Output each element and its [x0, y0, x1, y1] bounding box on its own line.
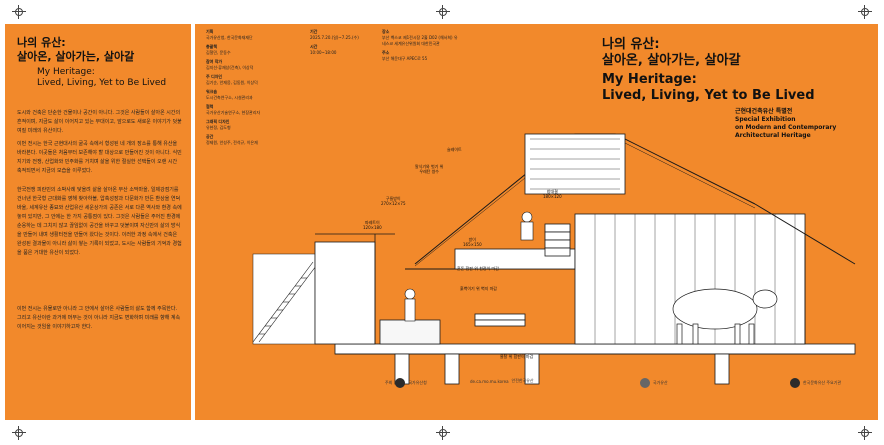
credit-value-2: 김지선·류재상(건축), 이상덕 — [206, 65, 254, 70]
credit-value-4: 도시건축연구소, 시설관리과 — [206, 95, 253, 100]
main-title-kr-line1: 나의 유산: — [602, 37, 660, 52]
person-kitchen — [404, 288, 416, 322]
footer-host-label: 주최 — [385, 380, 393, 385]
label-floor2: 방이 165×150 — [463, 237, 482, 247]
registration-mark-bm — [436, 426, 450, 440]
main-title-en-line2: Lived, Living, Yet to Be Lived — [602, 88, 815, 103]
credit-label-3: 주 디자인 — [206, 74, 223, 79]
subtitle-en-line1: Special Exhibition — [735, 116, 796, 123]
address-value: 부산 해운대구 APEC로 55 — [382, 56, 428, 61]
emblem-icon — [640, 378, 650, 388]
hours-value: 10:00~18:00 — [310, 50, 337, 55]
credit-label-4: 워크숍 — [206, 89, 218, 94]
footer-org1: 주최 국가유산청 — [385, 378, 427, 388]
label-vent: 말식기와 벗기 위 우레탄 쌍수 — [415, 164, 444, 174]
label-floor1: 파레트이 120×180 — [363, 220, 382, 230]
label-wall: 흔돈 함판 위 천정이 따감 — [457, 266, 499, 271]
footer-right-name: 한국문화유산 주요기관 — [803, 380, 842, 385]
cow-figure — [672, 288, 778, 345]
address-label: 주소 — [382, 50, 390, 55]
subtitle-kr: 근현대건축유산 특별전 — [735, 108, 793, 115]
credit-label-6: 그래픽 디자인 — [206, 119, 230, 124]
registration-mark-br — [858, 426, 872, 440]
registration-mark-bl — [12, 426, 26, 440]
registration-mark-tm — [436, 5, 450, 19]
left-panel: 나의 유산: 살아온, 살아가는, 살아갈 My Heritage: Lived… — [5, 24, 191, 420]
credit-label-1: 총괄책 — [206, 44, 218, 49]
hours-label: 시간 — [310, 44, 318, 49]
main-title-en-line1: My Heritage: — [602, 72, 697, 87]
subtitle-en-line3: Architectural Heritage — [735, 132, 811, 139]
left-title-en-line1: My Heritage: — [37, 67, 95, 77]
credits-column: 기획 국가유산청, 한국문화재재단 총괄책 김철민, 문동수 참여 작가 김지선… — [206, 26, 296, 146]
main-panel: 기획 국가유산청, 한국문화재재단 총괄책 김철민, 문동수 참여 작가 김지선… — [195, 24, 878, 420]
period-value: 2025.7.20.(일)~7.25.(수) — [310, 35, 359, 40]
logo-icon — [395, 378, 406, 388]
foundation-slab — [334, 343, 856, 355]
registration-mark-tr — [858, 5, 872, 19]
label-window: 창대결 180×120 — [543, 189, 562, 199]
period-label: 기간 — [310, 29, 318, 34]
subtitle-en-line2: on Modern and Contemporary — [735, 124, 837, 131]
registration-mark-tl — [12, 5, 26, 19]
left-title-kr-line2: 살아온, 살아가는, 살아갈 — [17, 50, 135, 63]
footer-middle: de.ca.mo.mu.korea 안전한국유산 — [470, 378, 534, 384]
label-ground: 물탈 위 함판이 마감 — [500, 354, 534, 359]
left-title-kr: 나의 유산: 살아온, 살아가는, 살아갈 — [17, 36, 134, 64]
main-title-en: My Heritage: Lived, Living, Yet to Be Li… — [602, 72, 815, 104]
credit-label-0: 기획 — [206, 29, 214, 34]
footer-middle-text: de.ca.mo.mu.korea — [470, 378, 509, 384]
credit-value-1: 김철민, 문동수 — [206, 50, 231, 55]
seal-icon — [790, 378, 800, 388]
credit-value-5: 국가유산기술연구소, 현장관리자 — [206, 110, 261, 115]
footer-org1-name: 국가유산청 — [408, 380, 427, 385]
label-roof: 슬레이트 — [447, 147, 462, 152]
credit-value-0: 국가유산청, 한국문화재재단 — [206, 35, 253, 40]
credit-label-7: 공간 — [206, 134, 214, 139]
venue-column: 장소 부산 벡스코 제1전시장 2홀 D02 (해서희) 유네스코 세계유산위원… — [382, 26, 460, 62]
credit-label-5: 협력 — [206, 104, 214, 109]
venue-label: 장소 — [382, 29, 390, 34]
left-title-en: My Heritage: Lived, Living, Yet to Be Li… — [37, 67, 166, 89]
main-title-kr: 나의 유산: 살아온, 살아가는, 살아갈 — [602, 37, 741, 69]
intro-paragraph-2: 이번 전시는 한국 근현대사의 굴곡 속에서 형성된 네 개의 장소를 통해 유… — [17, 141, 182, 174]
credit-value-6: 유현정, 김도형 — [206, 125, 231, 130]
person-upper — [520, 211, 534, 241]
subtitle-en: Special Exhibition on Modern and Contemp… — [735, 116, 836, 140]
credit-value-3: 김기순, 안재웅, 김동원, 이상덕 — [206, 80, 258, 85]
footer-org2-name: 국가유산 — [653, 380, 668, 385]
footer-org2: 국가유산 — [640, 378, 668, 388]
schedule-column: 기간 2025.7.20.(일)~7.25.(수) 시간 10:00~18:00 — [310, 26, 368, 56]
intro-paragraph-1: 도시와 건축은 단순한 건물이나 공간이 아니다. 그것은 사람들이 살아온 시… — [17, 110, 182, 134]
footer-right: 한국문화유산 주요기관 — [790, 378, 841, 388]
credit-value-7: 정제원, 안성주, 전석규, 이은재 — [206, 140, 258, 145]
credit-label-2: 참여 작가 — [206, 59, 223, 64]
house-cross-section-illustration — [252, 133, 856, 385]
venue-value: 부산 벡스코 제1전시장 2홀 D02 (해서희) 유네스코 세계유산위원회 대… — [382, 35, 458, 46]
left-title-en-line2: Lived, Living, Yet to Be Lived — [37, 78, 167, 88]
main-title-kr-line2: 살아온, 살아가는, 살아갈 — [602, 53, 741, 68]
intro-paragraph-3: 한국전쟁 피란민의 소박사례 닻올려 삶을 살아온 부산 소막마을, 일제강점기… — [17, 187, 182, 256]
label-room: 구들방이 270×12×75 — [381, 196, 406, 206]
intro-paragraph-4: 이번 전시는 유물로만 아니라 그 안에서 살아온 사람들의 삶도 함께 주목한… — [17, 306, 181, 330]
label-wall2: 흙벽이기 위 벽지 마감 — [460, 286, 497, 291]
left-title-kr-line1: 나의 유산: — [17, 36, 66, 49]
footer-middle-text2: 안전한국유산 — [511, 378, 534, 383]
